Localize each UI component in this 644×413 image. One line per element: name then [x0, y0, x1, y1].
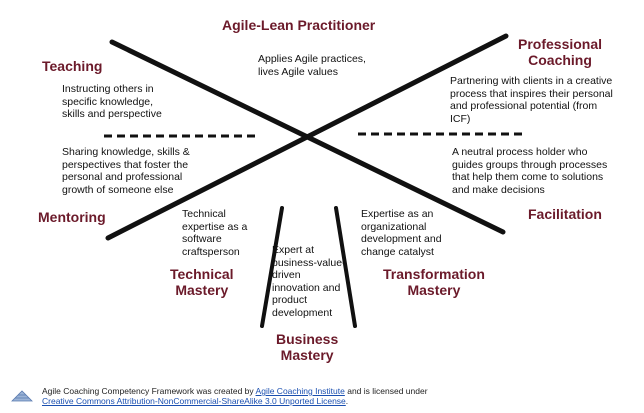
- agile-lean-title: Agile-Lean Practitioner: [222, 17, 376, 33]
- professional-coaching-title: Professional Coaching: [518, 36, 603, 68]
- professional-coaching-desc: Partnering with clients in a creative pr…: [450, 75, 613, 125]
- facilitation-title: Facilitation: [528, 206, 602, 222]
- license-footer: Agile Coaching Competency Framework was …: [42, 386, 428, 406]
- business-mastery-desc: Expert at business-value- driven innovat…: [272, 244, 346, 319]
- teaching-title: Teaching: [42, 58, 103, 74]
- mentoring-desc: Sharing knowledge, skills & perspectives…: [62, 146, 190, 196]
- technical-mastery-title: Technical Mastery: [170, 266, 234, 298]
- agile-coaching-institute-link[interactable]: Agile Coaching Institute: [255, 386, 345, 396]
- license-logo-icon: [11, 390, 33, 402]
- footer-line-2: Creative Commons Attribution-NonCommerci…: [42, 396, 428, 406]
- transformation-mastery-line: [334, 206, 357, 328]
- footer-line-1: Agile Coaching Competency Framework was …: [42, 386, 428, 396]
- footer-text-before: Agile Coaching Competency Framework was …: [42, 386, 256, 396]
- transformation-mastery-desc: Expertise as an organizational developme…: [361, 208, 442, 258]
- technical-mastery-desc: Technical expertise as a software crafts…: [182, 208, 248, 258]
- mentoring-title: Mentoring: [38, 209, 106, 225]
- footer-text-after: and is licensed under: [344, 386, 428, 396]
- diagonal-line-2: [105, 33, 509, 241]
- facilitation-desc: A neutral process holder who guides grou…: [452, 146, 608, 196]
- teaching-desc: Instructing others in specific knowledge…: [62, 83, 162, 121]
- technical-mastery-line: [260, 206, 284, 328]
- transformation-mastery-title: Transformation Mastery: [383, 266, 485, 298]
- creative-commons-license-link[interactable]: Creative Commons Attribution-NonCommerci…: [42, 396, 346, 406]
- footer-end: .: [345, 396, 349, 406]
- agile-lean-desc: Applies Agile practices, lives Agile val…: [258, 53, 366, 78]
- business-mastery-title: Business Mastery: [276, 331, 339, 363]
